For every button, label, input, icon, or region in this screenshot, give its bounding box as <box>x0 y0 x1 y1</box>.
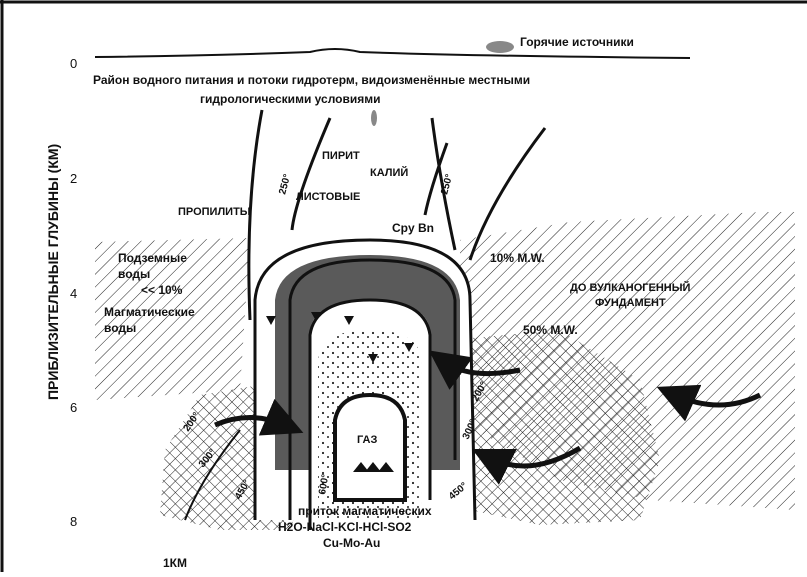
sheets-label: ЛИСТОВЫЕ <box>296 191 360 203</box>
gas-chamber <box>335 395 405 500</box>
mw-50-label: 50% M.W. <box>523 323 578 337</box>
depth-tick-0: 0 <box>70 56 77 71</box>
inflow-label-2: H2O-NaCl-KCl-HCl-SO2 <box>278 520 412 534</box>
potassium-label: КАЛИЙ <box>370 166 408 179</box>
ground-surface <box>95 49 690 58</box>
header-line-1: Район водного питания и потоки гидротерм… <box>93 73 530 87</box>
isotherm-250-left: 250° <box>277 173 293 196</box>
depth-tick-6: 6 <box>70 400 77 415</box>
hot-springs-label: Горячие источники <box>520 35 634 49</box>
flow-line-2 <box>292 118 330 230</box>
groundwater-label-2: воды <box>118 267 150 281</box>
hot-spring-plume <box>486 41 514 53</box>
inflow-label-1: приток магматических <box>298 504 432 518</box>
depth-tick-8: 8 <box>70 514 77 529</box>
mw-10-label: 10% M.W. <box>490 251 545 265</box>
header-line-2: гидрологическими условиями <box>200 92 381 106</box>
basement-label-2: ФУНДАМЕНТ <box>595 297 666 309</box>
propylites-label: ПРОПИЛИТЫ <box>178 206 251 218</box>
pyrite-label: ПИРИТ <box>322 150 360 162</box>
gas-label: ГАЗ <box>357 434 377 446</box>
scale-label: 1КМ <box>163 556 187 570</box>
magmatic-label-1: Магматические <box>104 305 195 319</box>
depth-tick-2: 2 <box>70 171 77 186</box>
groundwater-label-3: << 10% <box>141 283 183 297</box>
groundwater-label-1: Подземные <box>118 251 187 265</box>
cpy-bn-label: Cpy Bn <box>392 221 434 235</box>
depth-tick-4: 4 <box>70 286 77 301</box>
steam-vent <box>371 110 377 126</box>
basement-label-1: ДО ВУЛКАНОГЕННЫЙ <box>570 281 691 294</box>
magmatic-label-2: воды <box>104 321 136 335</box>
y-axis-title: ПРИБЛИЗИТЕЛЬНЫЕ ГЛУБИНЫ (КМ) <box>45 144 61 400</box>
inflow-label-3: Cu-Mo-Au <box>323 536 380 550</box>
